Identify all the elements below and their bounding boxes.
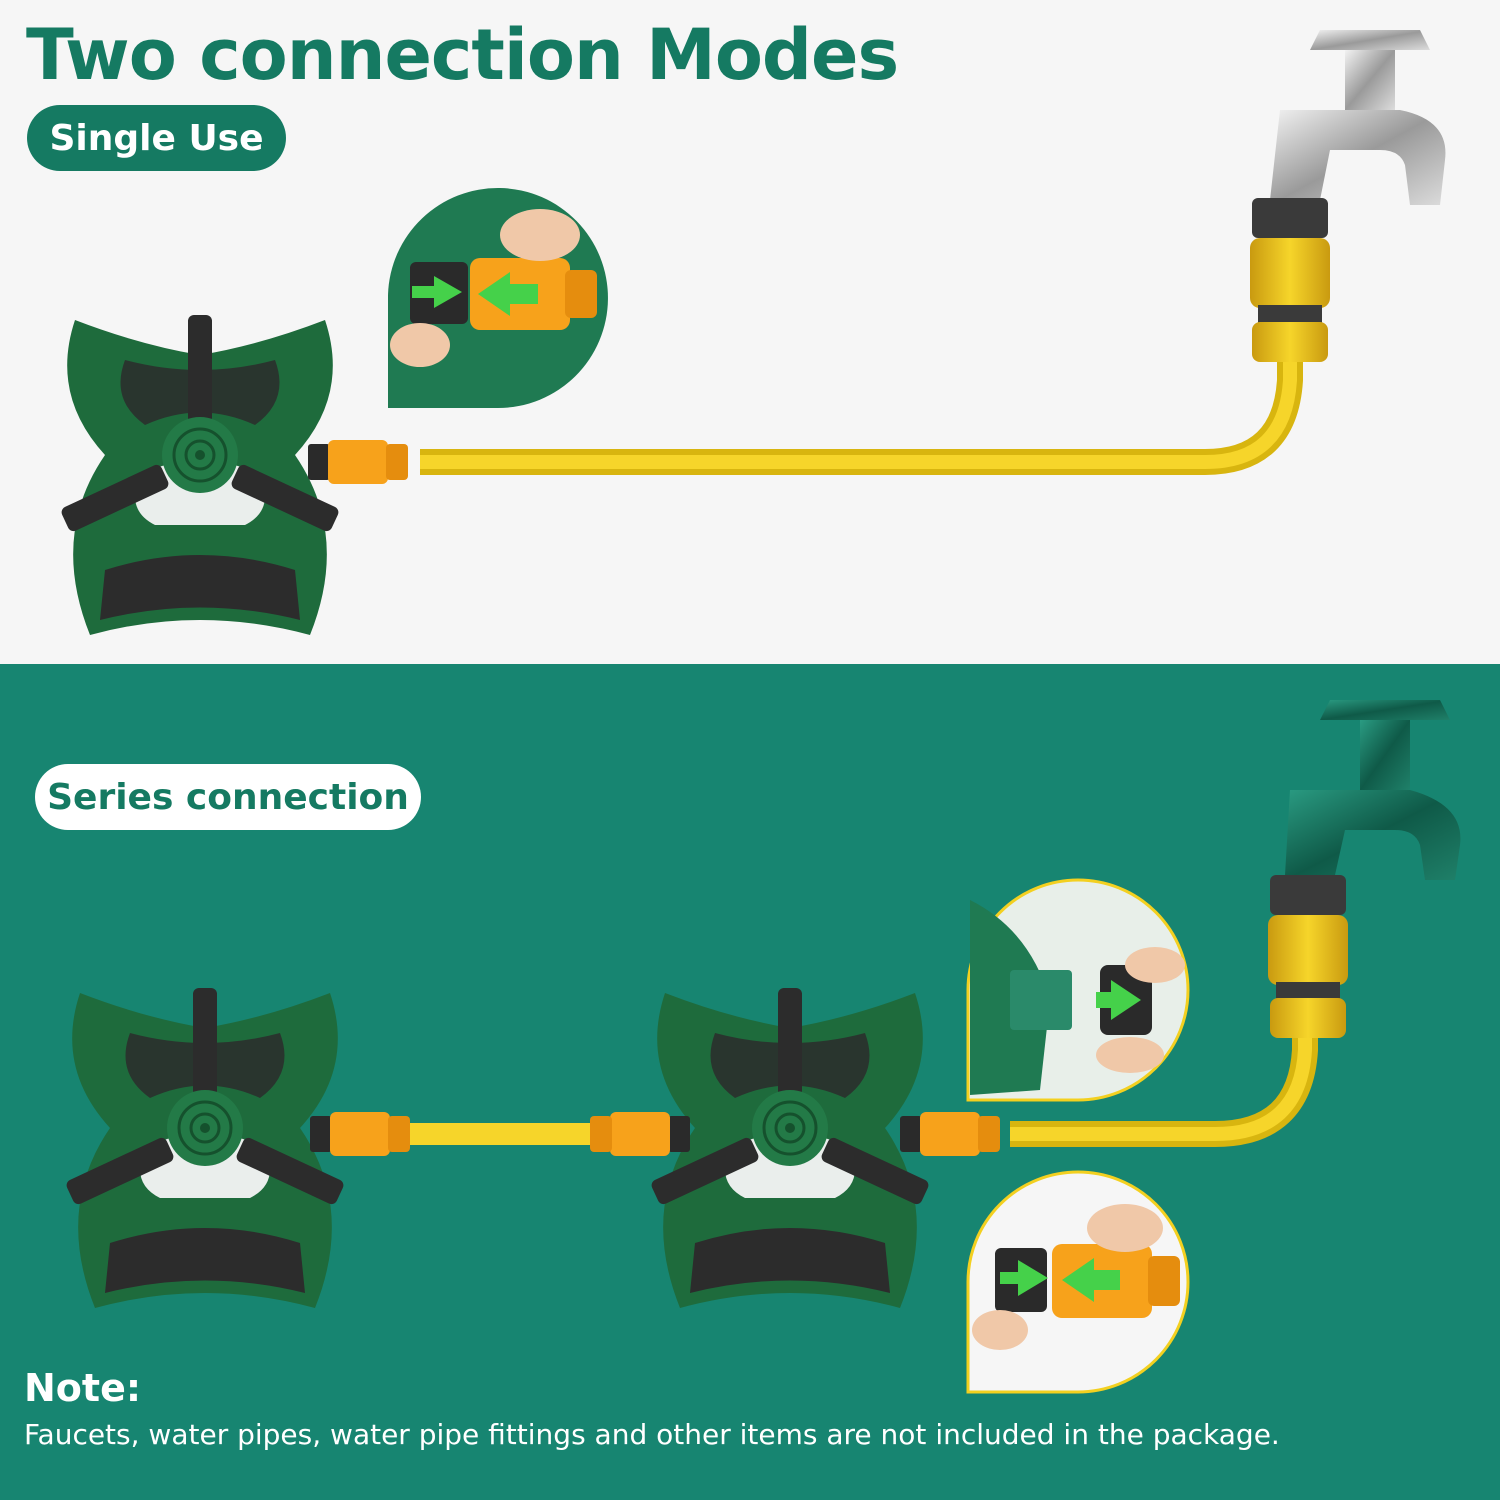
note-text: Faucets, water pipes, water pipe fitting… — [24, 1418, 1280, 1451]
push-arrow-icon — [1000, 1260, 1048, 1296]
hand-icon — [1125, 947, 1185, 983]
hand-icon — [1087, 1204, 1163, 1252]
connector-detail-inset — [966, 1170, 1190, 1394]
hand-icon — [500, 209, 580, 261]
hose-connector-icon — [308, 440, 408, 484]
push-arrow-icon — [1096, 980, 1141, 1020]
hand-icon — [390, 323, 450, 367]
faucet-icon — [1250, 30, 1446, 362]
faucet-icon — [1268, 700, 1461, 1038]
hose-connector-icon — [310, 1112, 410, 1156]
note-heading: Note: — [24, 1366, 142, 1410]
push-arrow-icon — [412, 276, 462, 308]
page-title: Two connection Modes — [26, 14, 899, 96]
hose-connector-icon — [590, 1112, 690, 1156]
sprinkler-icon — [58, 313, 342, 637]
sprinkler-icon — [648, 986, 932, 1310]
sprinkler-icon — [63, 986, 347, 1310]
hand-icon — [972, 1310, 1028, 1350]
mode-badge-series-connection: Series connection — [35, 764, 421, 830]
hose-connector-icon — [900, 1112, 1000, 1156]
push-arrow-icon — [1062, 1258, 1120, 1302]
hand-icon — [1096, 1037, 1164, 1073]
connector-detail-inset — [388, 187, 608, 408]
connector-detail-inset — [966, 878, 1190, 1102]
push-arrow-icon — [478, 272, 538, 316]
mode-badge-single-use: Single Use — [27, 105, 286, 171]
